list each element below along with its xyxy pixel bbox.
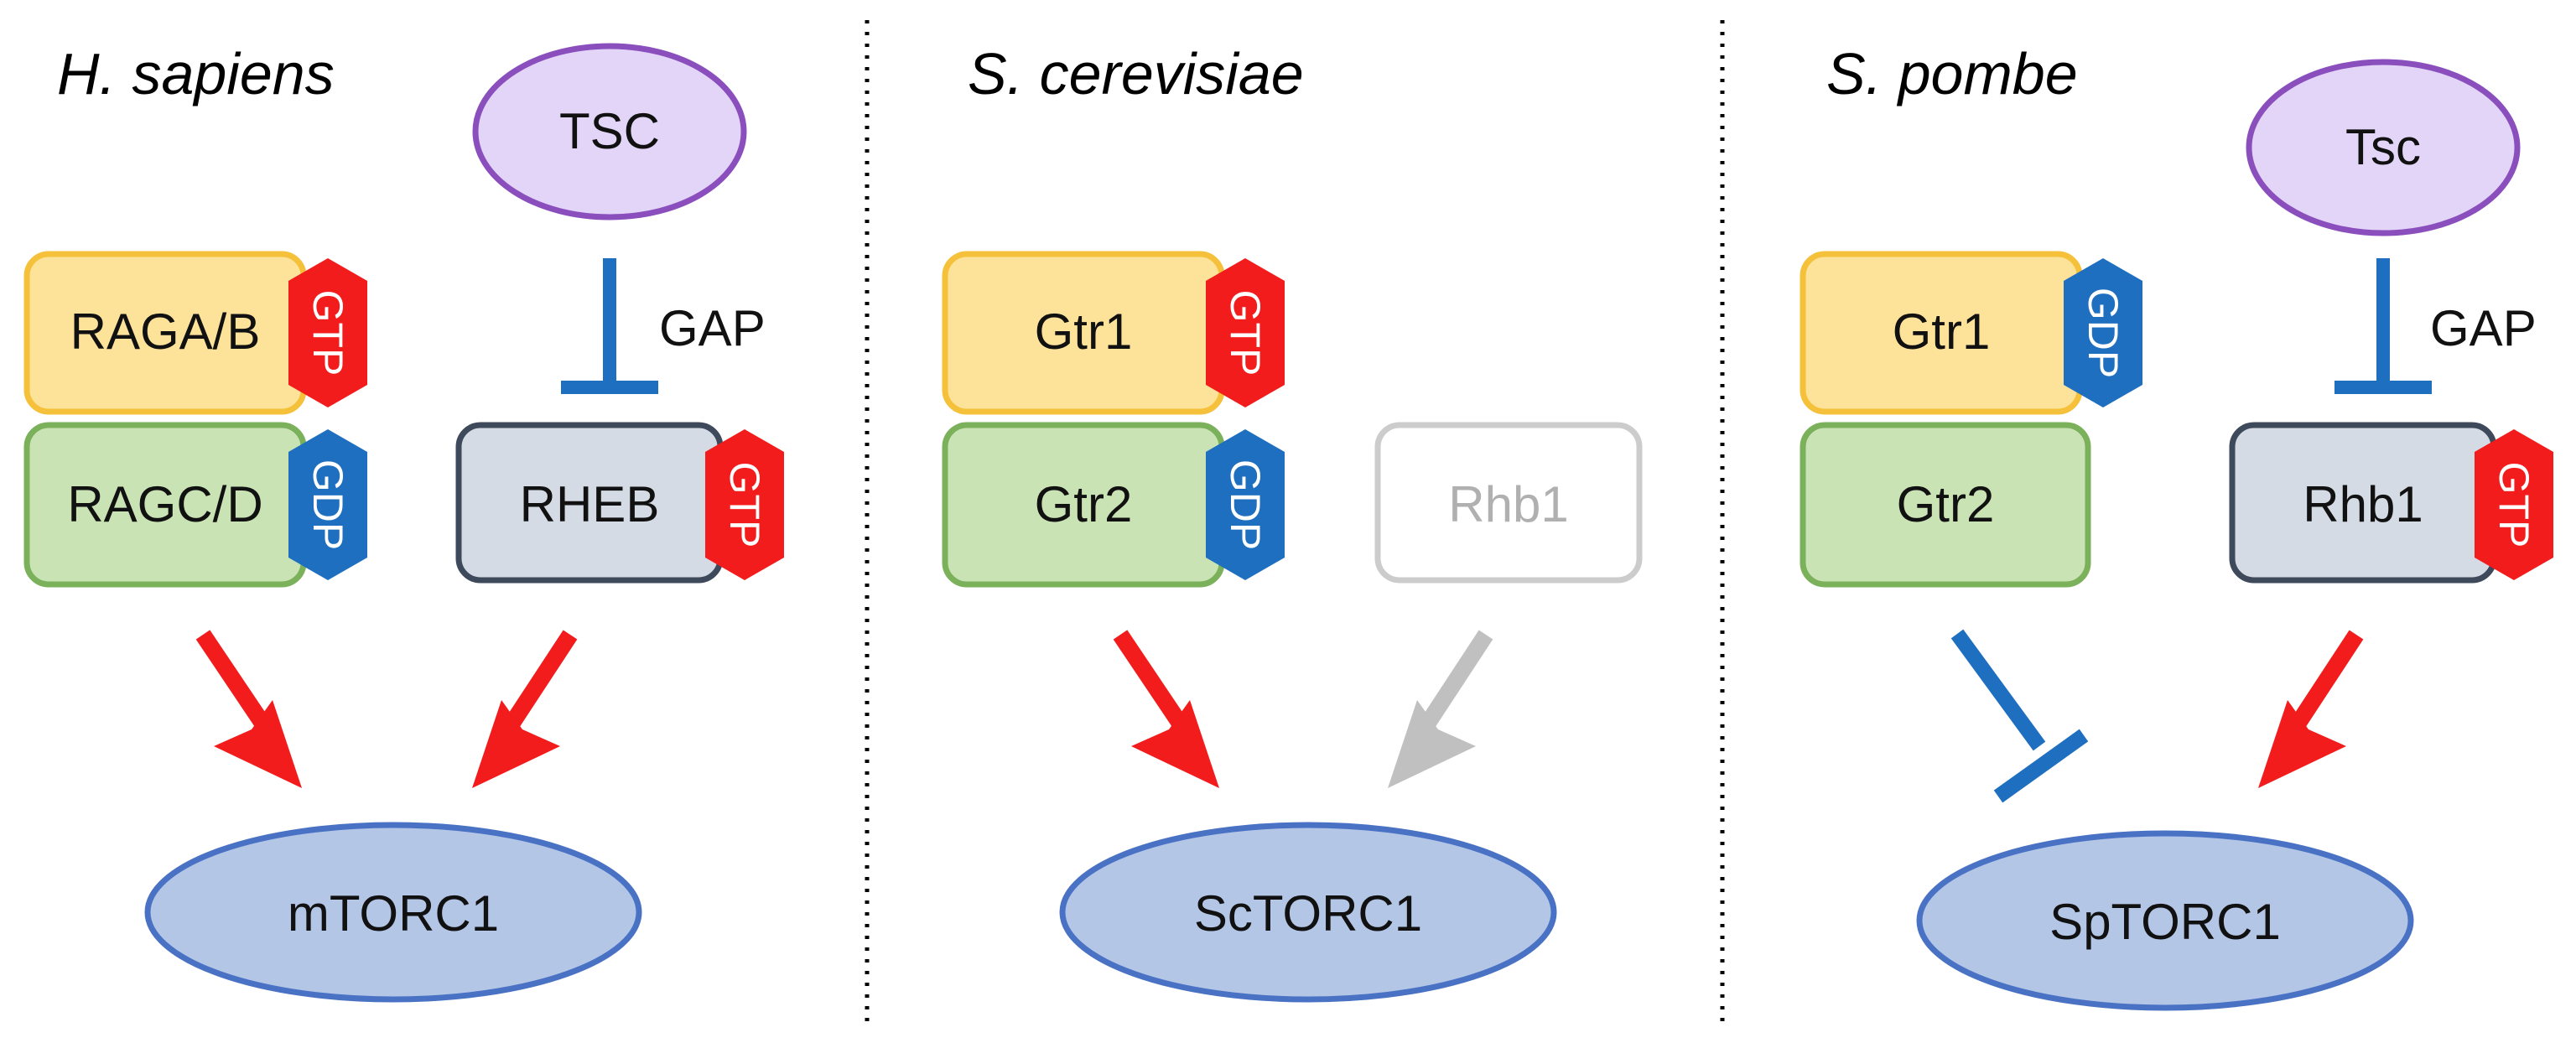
- gtp-label: GTP: [2490, 462, 2537, 548]
- inhibition-stem: [1950, 629, 2046, 751]
- ragc-d-label: RAGC/D: [67, 476, 262, 532]
- rheb-label: RHEB: [520, 476, 660, 532]
- panel-pombe: S. pombe Tsc GAP Gtr1 GDP Gtr2 Rhb1 GTP …: [1800, 41, 2553, 1011]
- gtr1-label: Gtr1: [1893, 304, 1991, 360]
- sctorc1-label: ScTORC1: [1194, 885, 1422, 942]
- rhb1-label-faded: Rhb1: [1448, 476, 1568, 532]
- gtp-hexagon: [288, 258, 367, 407]
- arrow-head: [1388, 700, 1476, 788]
- panel-cerevisiae: S. cerevisiae Gtr1 GTP Gtr2 GDP Rhb1 ScT…: [942, 41, 1643, 1003]
- inhibition-bar: [1993, 729, 2089, 803]
- gtr-inhibits-sptorc1: [1950, 629, 2089, 803]
- gtp-label: GTP: [304, 290, 351, 376]
- raga-b-label: RAGA/B: [70, 304, 261, 360]
- activation-arrow: [1113, 630, 1219, 788]
- activation-arrow: [2258, 630, 2364, 788]
- gtr1-label: Gtr1: [1035, 304, 1133, 360]
- gtr2-box: [1800, 422, 2091, 588]
- gtp-hexagon: [2475, 429, 2553, 580]
- sptorc1-ellipse: [1916, 830, 2414, 1011]
- faded-activation-arrow: [1388, 630, 1493, 788]
- gap-label-pombe: GAP: [2430, 300, 2537, 356]
- gdp-label: GDP: [1222, 459, 1269, 550]
- rhb1-box-faded: [1374, 422, 1643, 584]
- sctorc1-ellipse: [1059, 822, 1557, 1003]
- activation-arrow: [195, 630, 302, 788]
- gtp-hexagon: [1206, 258, 1285, 407]
- tsc-ellipse: [472, 43, 747, 221]
- tsc-label: TSC: [559, 103, 660, 159]
- arrow-head: [214, 700, 302, 788]
- tsc-ellipse: [2246, 59, 2521, 236]
- activation-arrow: [472, 630, 578, 788]
- gtr2-label: Gtr2: [1897, 476, 1995, 532]
- gdp-hexagon: [288, 429, 367, 580]
- gtp-label: GTP: [721, 462, 768, 548]
- panel-title-cerevisiae: S. cerevisiae: [968, 41, 1304, 106]
- arrow-head: [1131, 700, 1219, 788]
- tsc-inhibits-rhb1: [2334, 258, 2432, 394]
- gdp-hexagon: [1206, 429, 1285, 580]
- gap-label-human: GAP: [659, 300, 766, 356]
- tsc-label: Tsc: [2345, 119, 2421, 175]
- tsc-inhibits-rheb: [561, 258, 658, 394]
- gtp-label: GTP: [1222, 290, 1269, 376]
- arrow-head: [2258, 700, 2346, 788]
- gdp-label: GDP: [304, 459, 351, 550]
- gtr2-label: Gtr2: [1035, 476, 1133, 532]
- arrow-head: [472, 700, 560, 788]
- panel-title-human: H. sapiens: [57, 41, 335, 106]
- gdp-label: GDP: [2080, 288, 2127, 378]
- mtorc1-ellipse: [144, 822, 642, 1003]
- panel-human: H. sapiens TSC GAP RAGA/B GTP RAGC/D GDP…: [23, 41, 784, 1003]
- panel-title-pombe: S. pombe: [1826, 41, 2078, 106]
- sptorc1-label: SpTORC1: [2049, 894, 2281, 950]
- gtp-hexagon: [705, 429, 784, 580]
- gdp-hexagon: [2064, 258, 2142, 407]
- mtorc1-label: mTORC1: [288, 885, 499, 942]
- rhb1-label: Rhb1: [2303, 476, 2423, 532]
